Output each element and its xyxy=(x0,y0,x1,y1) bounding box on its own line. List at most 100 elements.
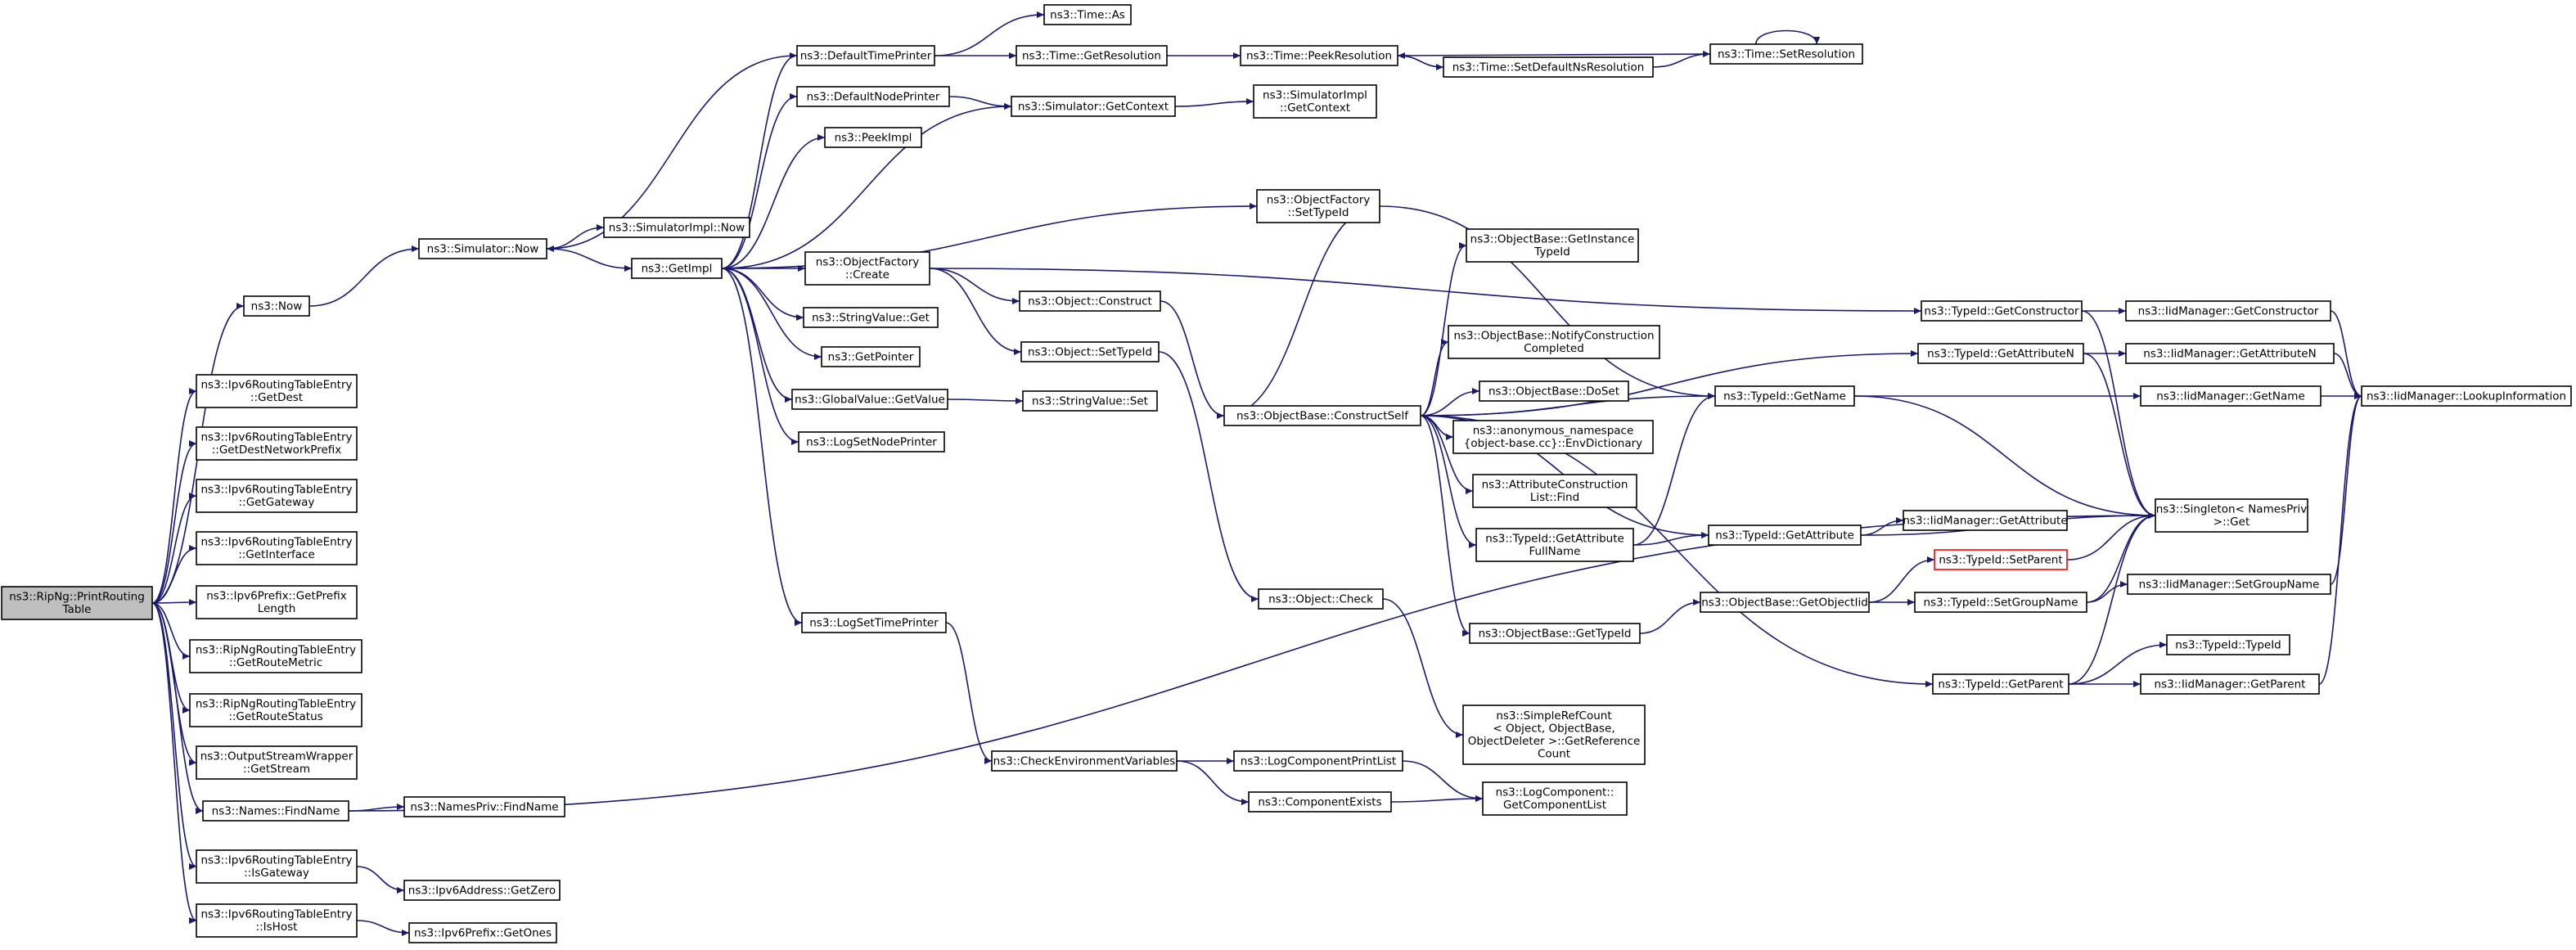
node-tidgetctor[interactable]: ns3::TypeId::GetConstructor xyxy=(1921,300,2083,322)
node-getptr[interactable]: ns3::GetPointer xyxy=(821,346,921,367)
node-timeas[interactable]: ns3::Time::As xyxy=(1043,4,1132,25)
node-getif[interactable]: ns3::Ipv6RoutingTableEntry::GetInterface xyxy=(196,531,358,565)
node-label-line: ns3::CheckEnvironmentVariables xyxy=(993,754,1176,768)
node-label-line: ns3::ObjectFactory xyxy=(1267,194,1371,207)
node-gvget[interactable]: ns3::GlobalValue::GetValue xyxy=(791,389,948,410)
node-implnow[interactable]: ns3::SimulatorImpl::Now xyxy=(603,217,750,238)
node-ofsettid[interactable]: ns3::ObjectFactory::SetTypeId xyxy=(1256,189,1380,223)
node-tidgetparent[interactable]: ns3::TypeId::GetParent xyxy=(1932,673,2069,695)
node-obgettid[interactable]: ns3::ObjectBase::GetTypeId xyxy=(1469,623,1641,644)
node-objconstruct[interactable]: ns3::Object::Construct xyxy=(1019,290,1161,312)
node-implctx[interactable]: ns3::SimulatorImpl::GetContext xyxy=(1253,84,1377,119)
node-logtime[interactable]: ns3::LogSetTimePrinter xyxy=(801,612,947,633)
node-box xyxy=(1043,4,1132,25)
node-getones[interactable]: ns3::Ipv6Prefix::GetOnes xyxy=(408,922,557,943)
node-iidgetattr[interactable]: ns3::IidManager::GetAttribute xyxy=(1903,510,2068,531)
node-label-line: ns3::Ipv6RoutingTableEntry xyxy=(201,854,353,867)
node-ofcreate[interactable]: ns3::ObjectFactory::Create xyxy=(804,251,930,286)
node-simctx[interactable]: ns3::Simulator::GetContext xyxy=(1011,96,1176,117)
edge-constructself-to-tidgetattrn xyxy=(1420,350,1919,416)
node-tidtid[interactable]: ns3::TypeId::TypeId xyxy=(2166,634,2290,655)
node-ishost[interactable]: ns3::Ipv6RoutingTableEntry::IsHost xyxy=(196,903,358,938)
node-deftime[interactable]: ns3::DefaultTimePrinter xyxy=(796,45,935,66)
node-objsettid[interactable]: ns3::Object::SetTypeId xyxy=(1020,341,1160,362)
node-getcomplist[interactable]: ns3::LogComponent::GetComponentList xyxy=(1482,781,1628,816)
node-iidgetname[interactable]: ns3::IidManager::GetName xyxy=(2140,385,2322,407)
node-tidgetattr[interactable]: ns3::TypeId::GetAttribute xyxy=(1708,525,1862,546)
node-simpleref[interactable]: ns3::SimpleRefCount< Object, ObjectBase,… xyxy=(1462,705,1646,765)
node-label-line: ns3::Object::SetTypeId xyxy=(1028,345,1152,358)
node-setdefns[interactable]: ns3::Time::SetDefaultNsResolution xyxy=(1443,56,1654,78)
node-box xyxy=(1903,510,2068,531)
node-box xyxy=(796,86,950,107)
node-tidgetattrn[interactable]: ns3::TypeId::GetAttributeN xyxy=(1917,343,2084,364)
node-lookup[interactable]: ns3::IidManager::LookupInformation xyxy=(2361,385,2572,407)
node-label-line: List::Find xyxy=(1530,491,1579,504)
node-iidgetctor[interactable]: ns3::IidManager::GetConstructor xyxy=(2125,300,2331,322)
node-box xyxy=(1714,385,1855,407)
node-label-line: ns3::SimulatorImpl xyxy=(1263,89,1367,102)
node-label-line: ns3::ObjectBase::DoSet xyxy=(1488,385,1619,398)
edge-getimpl-to-ofsettid xyxy=(721,203,1258,269)
node-label-line: ::GetStream xyxy=(243,763,310,776)
node-label-line: GetComponentList xyxy=(1503,799,1606,812)
node-tidgetname[interactable]: ns3::TypeId::GetName xyxy=(1714,385,1855,407)
node-doset[interactable]: ns3::ObjectBase::DoSet xyxy=(1479,380,1629,402)
node-routestatus[interactable]: ns3::RipNgRoutingTableEntry::GetRouteSta… xyxy=(189,693,363,727)
node-label-line: Table xyxy=(62,603,92,616)
node-box xyxy=(1019,290,1161,312)
node-label-line: ::SetTypeId xyxy=(1288,206,1349,219)
node-envdict[interactable]: ns3::anonymous_namespace{object-base.cc}… xyxy=(1452,420,1654,454)
node-setres[interactable]: ns3::Time::SetResolution xyxy=(1709,43,1863,65)
node-label-line: ns3::NamesPriv::FindName xyxy=(410,800,558,813)
node-logprint[interactable]: ns3::LogComponentPrintList xyxy=(1233,750,1403,772)
node-getdest[interactable]: ns3::Ipv6RoutingTableEntry::GetDest xyxy=(196,374,358,408)
node-box xyxy=(796,45,935,66)
node-findname[interactable]: ns3::Names::FindName xyxy=(202,800,349,822)
node-getobjtid[interactable]: ns3::ObjectBase::GetObjectIid xyxy=(1700,592,1870,613)
edge-getobjtid-to-tidsetparent xyxy=(1868,556,1935,603)
node-getzero[interactable]: ns3::Ipv6Address::GetZero xyxy=(403,880,561,901)
node-getimpl[interactable]: ns3::GetImpl xyxy=(631,258,723,279)
node-lognode[interactable]: ns3::LogSetNodePrinter xyxy=(798,431,945,452)
node-getgw[interactable]: ns3::Ipv6RoutingTableEntry::GetGateway xyxy=(196,479,358,513)
node-checkenv[interactable]: ns3::CheckEnvironmentVariables xyxy=(991,750,1178,772)
node-now[interactable]: ns3::Now xyxy=(243,295,310,317)
node-tidsetparent[interactable]: ns3::TypeId::SetParent xyxy=(1934,549,2068,570)
node-privfind[interactable]: ns3::NamesPriv::FindName xyxy=(403,796,565,817)
node-label-line: ns3::Simulator::GetContext xyxy=(1018,100,1169,113)
node-svset[interactable]: ns3::StringValue::Set xyxy=(1022,390,1158,412)
node-iidsetgroup[interactable]: ns3::IidManager::SetGroupName xyxy=(2127,574,2331,595)
node-tidsetgroup[interactable]: ns3::TypeId::SetGroupName xyxy=(1914,592,2087,613)
node-singleton[interactable]: ns3::Singleton< NamesPriv>::Get xyxy=(2155,498,2308,533)
node-svget[interactable]: ns3::StringValue::Get xyxy=(803,307,939,328)
node-compexists[interactable]: ns3::ComponentExists xyxy=(1248,791,1392,813)
node-peekres[interactable]: ns3::Time::PeekResolution xyxy=(1240,45,1398,66)
node-label-line: ns3::TypeId::TypeId xyxy=(2175,638,2281,651)
node-simnow[interactable]: ns3::Simulator::Now xyxy=(418,238,547,259)
node-constructself[interactable]: ns3::ObjectBase::ConstructSelf xyxy=(1223,405,1421,426)
node-getres[interactable]: ns3::Time::GetResolution xyxy=(1016,45,1168,66)
node-box xyxy=(202,800,349,822)
node-isgw[interactable]: ns3::Ipv6RoutingTableEntry::IsGateway xyxy=(196,849,358,884)
node-iidgetattrn[interactable]: ns3::IidManager::GetAttributeN xyxy=(2125,343,2335,364)
node-iidgetparent[interactable]: ns3::IidManager::GetParent xyxy=(2140,673,2320,695)
edge-peekres-to-setdefns xyxy=(1397,55,1444,70)
node-objcheck[interactable]: ns3::Object::Check xyxy=(1258,588,1384,610)
edge-getimpl-to-getptr xyxy=(721,268,822,360)
node-label-line: ns3::TypeId::GetAttribute xyxy=(1715,529,1854,542)
node-box xyxy=(1469,623,1641,644)
edge-objcheck-to-simpleref xyxy=(1382,598,1464,738)
node-peekimpl[interactable]: ns3::PeekImpl xyxy=(824,127,922,148)
node-getstream[interactable]: ns3::OutputStreamWrapper::GetStream xyxy=(196,745,358,780)
node-getdestnet[interactable]: ns3::Ipv6RoutingTableEntry::GetDestNetwo… xyxy=(196,426,358,461)
node-notify[interactable]: ns3::ObjectBase::NotifyConstructionCompl… xyxy=(1448,325,1660,359)
node-label-line: ns3::Object::Check xyxy=(1268,592,1373,606)
node-defnode[interactable]: ns3::DefaultNodePrinter xyxy=(796,86,950,107)
node-routemetric[interactable]: ns3::RipNgRoutingTableEntry::GetRouteMet… xyxy=(189,639,363,673)
